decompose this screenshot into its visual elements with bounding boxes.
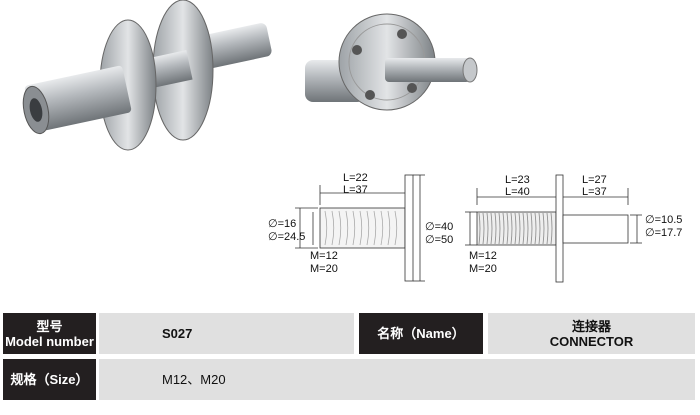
thread-line — [498, 212, 501, 245]
thread-line — [546, 212, 549, 245]
connector-photo-front — [305, 13, 478, 111]
diameter-label: ∅=17.7 — [645, 227, 683, 239]
thread-line — [518, 212, 521, 245]
diameter-label: ∅=10.5 — [645, 214, 683, 226]
thread-line — [373, 210, 377, 246]
length-label: L=23 — [505, 174, 530, 186]
thread-line — [486, 212, 489, 245]
thread-line — [502, 212, 505, 245]
model-number-value: S027 — [99, 313, 354, 354]
name-header: 名称（Name） — [359, 313, 483, 354]
thread-label: M=20 — [310, 263, 338, 275]
thread-line — [387, 210, 391, 246]
drawing-right — [465, 174, 642, 283]
thread-line — [542, 212, 545, 245]
name-value-en: CONNECTOR — [549, 333, 634, 349]
thread-line — [494, 212, 497, 245]
thread-line — [331, 210, 335, 246]
thread-line — [526, 212, 529, 245]
thread-label: M=12 — [469, 250, 497, 262]
model-number-header: 型号 Model number — [3, 313, 96, 354]
thread-label: M=12 — [310, 250, 338, 262]
thread-line — [550, 212, 553, 245]
length-label: L=22 — [343, 172, 368, 184]
connector-photo-side — [22, 0, 272, 151]
length-label: L=37 — [343, 184, 368, 196]
length-label: L=40 — [505, 186, 530, 198]
model-header-cn: 型号 — [36, 318, 63, 334]
thread-line — [324, 210, 328, 246]
thread-line — [352, 210, 356, 246]
thread-line — [482, 212, 485, 245]
thread-line — [506, 212, 509, 245]
thread-line — [478, 212, 481, 245]
model-header-en: Model number — [5, 333, 94, 349]
drawing-left — [295, 174, 425, 282]
thread-line — [394, 210, 398, 246]
thread-line — [534, 212, 537, 245]
thread-line — [366, 210, 370, 246]
name-value: 连接器 CONNECTOR — [488, 313, 695, 354]
thread-line — [490, 212, 493, 245]
thread-line — [530, 212, 533, 245]
length-label: L=27 — [582, 174, 607, 186]
thread-line — [514, 212, 517, 245]
thread-line — [538, 212, 541, 245]
thread-line — [522, 212, 525, 245]
name-value-cn: 连接器 — [571, 318, 611, 334]
thread-line — [359, 210, 363, 246]
plate-diameter-label: ∅=40 — [425, 221, 454, 233]
size-header: 规格（Size） — [3, 359, 96, 400]
diameter-label: ∅=16 — [268, 218, 297, 230]
thread-label: M=20 — [469, 263, 497, 275]
thread-line — [338, 210, 342, 246]
size-value: M12、M20 — [99, 359, 695, 400]
thread-line — [380, 210, 384, 246]
diameter-label: ∅=24.5 — [268, 231, 306, 243]
product-photos-and-drawing — [22, 0, 642, 283]
thread-line — [510, 212, 513, 245]
plate-diameter-label: ∅=50 — [425, 234, 454, 246]
length-label: L=37 — [582, 186, 607, 198]
thread-line — [345, 210, 349, 246]
